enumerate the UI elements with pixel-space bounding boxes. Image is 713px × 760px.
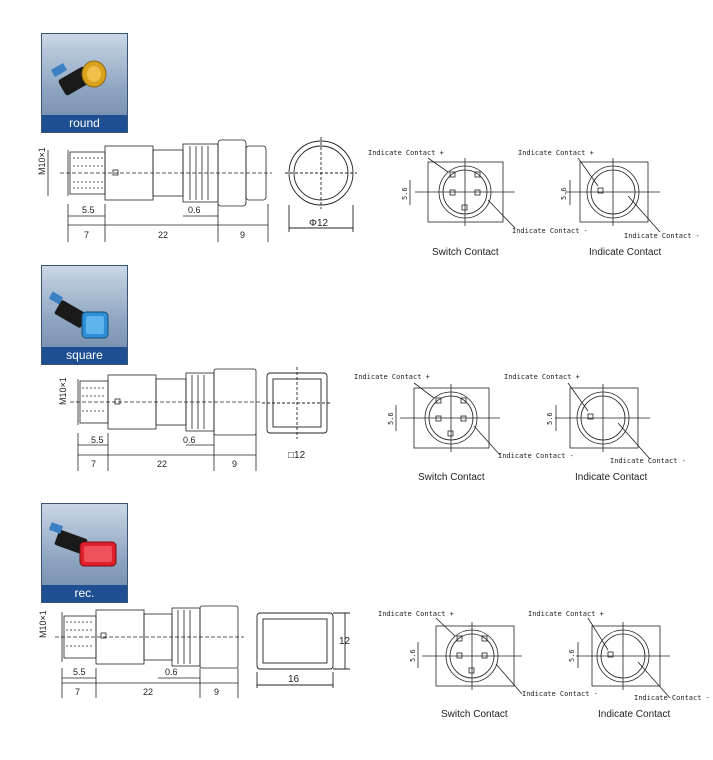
dim-b: 0.6 [188, 205, 201, 215]
indicate-small-dim: 5.6 [546, 412, 554, 425]
square-drawing: M10×1 5.5 0.6 7 22 9 □12 Indicate Contac… [58, 367, 686, 483]
square-button-photo [48, 291, 109, 339]
front-dimension-label: □12 [288, 450, 306, 461]
switch-indicate-minus: Indicate Contact - [498, 452, 574, 460]
square-front-view [262, 367, 332, 439]
switch-small-dim: 5.6 [387, 412, 395, 425]
product-thumbnail-rec: rec. [41, 503, 128, 603]
switch-indicate-plus: Indicate Contact + [378, 610, 454, 618]
product-thumbnail-square: square [41, 265, 128, 365]
rec-indicate-contact-diagram [576, 617, 671, 699]
thread-label: M10×1 [58, 377, 68, 405]
indicate-indicate-plus: Indicate Contact + [518, 149, 594, 157]
square-switch-contact-diagram [395, 382, 501, 456]
thread-label: M10×1 [38, 610, 48, 638]
rec-front-view [256, 612, 350, 688]
switch-small-dim: 5.6 [409, 649, 417, 662]
dim-d1: 7 [91, 459, 96, 469]
indicate-indicate-minus: Indicate Contact - [634, 694, 710, 702]
dim-d3: 9 [240, 230, 245, 240]
thread-label: M10×1 [37, 147, 47, 175]
section-round: round [0, 0, 713, 260]
section-rec: rec. M10×1 5.5 0.6 7 [0, 470, 713, 760]
round-indicate-contact-diagram [565, 157, 661, 233]
rec-switch-contact-diagram [417, 617, 523, 695]
indicate-indicate-plus: Indicate Contact + [528, 610, 604, 618]
switch-contact-caption: Switch Contact [418, 472, 485, 483]
round-drawing: M10×1 5.5 0.6 7 22 9 Φ12 [37, 137, 700, 258]
indicate-indicate-minus: Indicate Contact - [610, 457, 686, 465]
switch-contact-caption: Switch Contact [441, 709, 508, 720]
dim-a: 5.5 [73, 667, 86, 677]
switch-indicate-plus: Indicate Contact + [368, 149, 444, 157]
round-front-view [285, 137, 357, 232]
switch-contact-caption: Switch Contact [432, 247, 499, 258]
front-width-label: 16 [288, 674, 300, 685]
dim-d2: 22 [157, 459, 167, 469]
switch-indicate-plus: Indicate Contact + [354, 373, 430, 381]
front-dimension-label: Φ12 [309, 218, 329, 229]
switch-small-dim: 5.6 [401, 187, 409, 200]
square-indicate-contact-diagram [555, 382, 651, 460]
variant-label-square: square [42, 347, 127, 364]
dim-d2: 22 [158, 230, 168, 240]
rec-button-photo [48, 522, 117, 567]
dim-d1: 7 [75, 687, 80, 697]
square-side-view [70, 368, 262, 471]
dim-a: 5.5 [82, 205, 95, 215]
dim-a: 5.5 [91, 435, 104, 445]
indicate-contact-caption: Indicate Contact [598, 709, 670, 720]
rec-drawing: M10×1 5.5 0.6 7 22 9 12 16 [38, 605, 710, 720]
dim-d3: 9 [232, 459, 237, 469]
product-thumbnail-round: round [41, 33, 128, 133]
rec-side-view [55, 605, 244, 698]
dim-b: 0.6 [165, 667, 178, 677]
variant-label-rec: rec. [42, 585, 127, 602]
indicate-indicate-plus: Indicate Contact + [504, 373, 580, 381]
indicate-contact-caption: Indicate Contact [589, 247, 661, 258]
indicate-small-dim: 5.6 [560, 187, 568, 200]
indicate-indicate-minus: Indicate Contact - [624, 232, 700, 240]
section-square: square M10×1 5.5 0.6 [0, 233, 713, 493]
dim-d3: 9 [214, 687, 219, 697]
indicate-small-dim: 5.6 [568, 649, 576, 662]
indicate-contact-caption: Indicate Contact [575, 472, 647, 483]
switch-indicate-minus: Indicate Contact - [522, 690, 598, 698]
switch-indicate-minus: Indicate Contact - [512, 227, 588, 235]
round-switch-contact-diagram [409, 157, 516, 229]
round-button-photo [50, 60, 107, 96]
round-side-view [47, 139, 272, 242]
front-height-label: 12 [339, 636, 351, 647]
variant-label-round: round [42, 115, 127, 132]
dim-b: 0.6 [183, 435, 196, 445]
dim-d2: 22 [143, 687, 153, 697]
dim-d1: 7 [84, 230, 89, 240]
